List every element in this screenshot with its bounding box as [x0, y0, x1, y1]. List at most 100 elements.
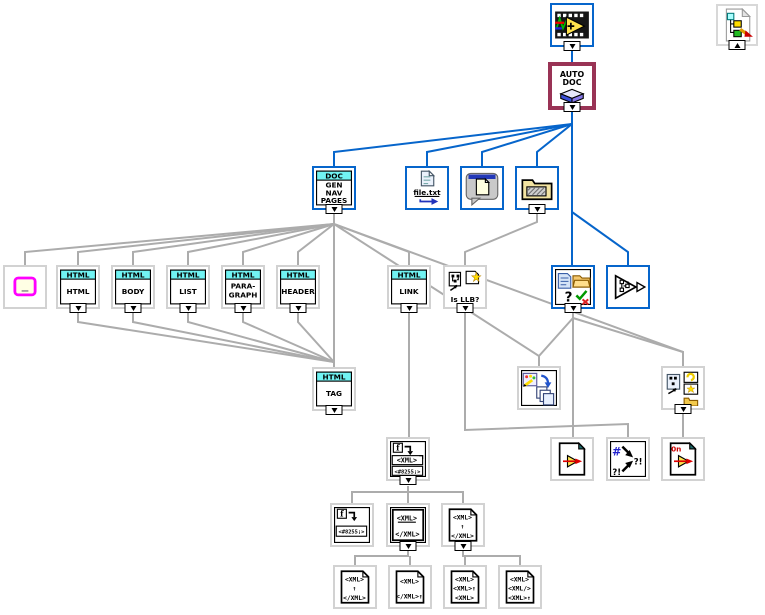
is-llb-node[interactable]: Is LLB? — [443, 265, 487, 313]
svg-text:<XML>: <XML> — [455, 576, 474, 583]
hierarchy-edge — [297, 223, 335, 265]
tree-page-icon — [725, 8, 753, 42]
copy-pages-node[interactable] — [517, 366, 561, 410]
svg-text:Is LLB?: Is LLB? — [451, 295, 480, 304]
dialog-page-node[interactable] — [460, 166, 504, 210]
multi-file-ops-node[interactable] — [661, 366, 705, 414]
hierarchy-toggle-node[interactable] — [716, 4, 758, 50]
empty-vi-node[interactable] — [3, 265, 47, 309]
expand-button[interactable] — [289, 303, 307, 313]
list-folder-node[interactable] — [515, 166, 559, 214]
svg-text:f: f — [396, 444, 400, 453]
xml-close-up-node[interactable]: <XML> </XML>↑ — [388, 565, 432, 609]
f-8255-node[interactable]: f <#8255;> — [330, 503, 374, 547]
svg-text:file.txt: file.txt — [413, 188, 441, 197]
html-header-node[interactable]: HTML HEADER — [276, 265, 320, 313]
html-html-node[interactable]: HTML HTML — [56, 265, 100, 313]
expand-button[interactable] — [674, 404, 692, 414]
svg-text:HTML: HTML — [67, 270, 90, 279]
expand-button[interactable] — [234, 303, 252, 313]
svg-text:</XML>: </XML> — [451, 533, 474, 540]
svg-text:BODY: BODY — [122, 287, 145, 296]
xml-triple-slash-node[interactable]: <XML><XML/><XML>↑ — [498, 565, 542, 609]
analysis-vi-icon — [555, 11, 589, 39]
html-list-node[interactable]: HTML LIST — [166, 265, 210, 313]
expand-button[interactable] — [454, 541, 472, 551]
highlight-edge — [481, 123, 573, 166]
chevron-down-icon — [75, 305, 81, 311]
expand-button[interactable] — [399, 475, 417, 485]
xml-pair-node[interactable]: <XML> </XML> — [386, 503, 430, 551]
expand-button[interactable] — [399, 541, 417, 551]
chevron-down-icon — [460, 543, 466, 549]
svg-text:<#8255;>: <#8255;> — [394, 469, 421, 475]
chevron-down-icon — [534, 206, 540, 212]
svg-text:#: # — [612, 446, 621, 459]
chevron-down-icon — [569, 43, 575, 49]
expand-button[interactable] — [564, 303, 582, 313]
text-doc-icon: HTML BODY — [115, 269, 151, 305]
svg-text:PAGES: PAGES — [321, 196, 348, 205]
on-vi-page-node[interactable]: 0n — [661, 437, 705, 481]
hierarchy-edge — [538, 317, 574, 366]
expand-button[interactable] — [563, 102, 581, 112]
html-body-node[interactable]: HTML BODY — [111, 265, 155, 313]
chevron-down-icon — [185, 305, 191, 311]
num-err-icon: # ?! ?! — [610, 441, 646, 477]
expand-button[interactable] — [400, 303, 418, 313]
dialog-page-icon — [465, 172, 499, 206]
svg-text:</XML>↑: </XML>↑ — [396, 593, 423, 600]
expand-button[interactable] — [325, 405, 343, 415]
svg-text:<XML>: <XML> — [510, 576, 529, 583]
expand-button[interactable] — [456, 303, 474, 313]
hierarchy-edge — [354, 547, 409, 565]
svg-text:HTML: HTML — [67, 287, 90, 296]
svg-text:HTML: HTML — [122, 270, 145, 279]
svg-text:NAV: NAV — [326, 188, 343, 197]
svg-text:TAG: TAG — [326, 389, 342, 398]
vi-page-node[interactable] — [550, 437, 594, 481]
hierarchy-edge — [242, 223, 335, 265]
hierarchy-edge — [77, 310, 335, 363]
svg-text:HTML: HTML — [232, 270, 255, 279]
num-err-convert-node[interactable]: # ?! ?! — [606, 437, 650, 481]
expand-button[interactable] — [69, 303, 87, 313]
collapse-button[interactable] — [728, 40, 746, 50]
expand-button[interactable] — [325, 204, 343, 214]
expand-button[interactable] — [124, 303, 142, 313]
chevron-down-icon — [569, 104, 575, 110]
xml-triple-up-node[interactable]: <XML><XML>↑<XML> — [443, 565, 487, 609]
expand-button[interactable] — [179, 303, 197, 313]
hierarchy-edge — [132, 223, 335, 265]
chevron-down-icon — [405, 543, 411, 549]
html-tag-node[interactable]: HTML TAG — [312, 367, 356, 415]
root-vi-node[interactable] — [550, 3, 594, 51]
hierarchy-edge — [408, 491, 464, 503]
svg-text:<XML>: <XML> — [400, 579, 419, 586]
chevron-down-icon — [570, 305, 576, 311]
xml-page-icon: <XML>↑</XML> — [448, 508, 478, 542]
expand-button[interactable] — [563, 41, 581, 51]
svg-text:</XML>: </XML> — [395, 530, 419, 538]
highlight-edge — [571, 211, 629, 265]
xml-escape-node[interactable]: f <XML> <#8255;> — [386, 437, 430, 485]
svg-text:<XML>↑: <XML>↑ — [508, 595, 531, 602]
expand-button[interactable] — [528, 204, 546, 214]
html-link-node[interactable]: HTML LINK — [387, 265, 431, 313]
html-paragraph-node[interactable]: HTML PARA-GRAPH — [221, 265, 265, 313]
vi-ref-node[interactable] — [606, 265, 650, 309]
vi-ref-icon — [614, 274, 646, 300]
svg-text:↑: ↑ — [461, 523, 465, 530]
svg-text:?!: ?! — [612, 467, 621, 477]
text-doc-icon: HTML HTML — [60, 269, 96, 305]
hierarchy-edge — [24, 223, 335, 265]
copy-pages-icon — [521, 370, 557, 406]
write-text-file-node[interactable]: file.txt — [405, 166, 449, 210]
empty-vi-icon — [13, 276, 37, 297]
file-folder-check-node[interactable]: ? — [551, 265, 595, 313]
xml-open-up-close-node[interactable]: <XML>↑</XML> — [333, 565, 377, 609]
xml-pair-up-node[interactable]: <XML>↑</XML> — [441, 503, 485, 551]
